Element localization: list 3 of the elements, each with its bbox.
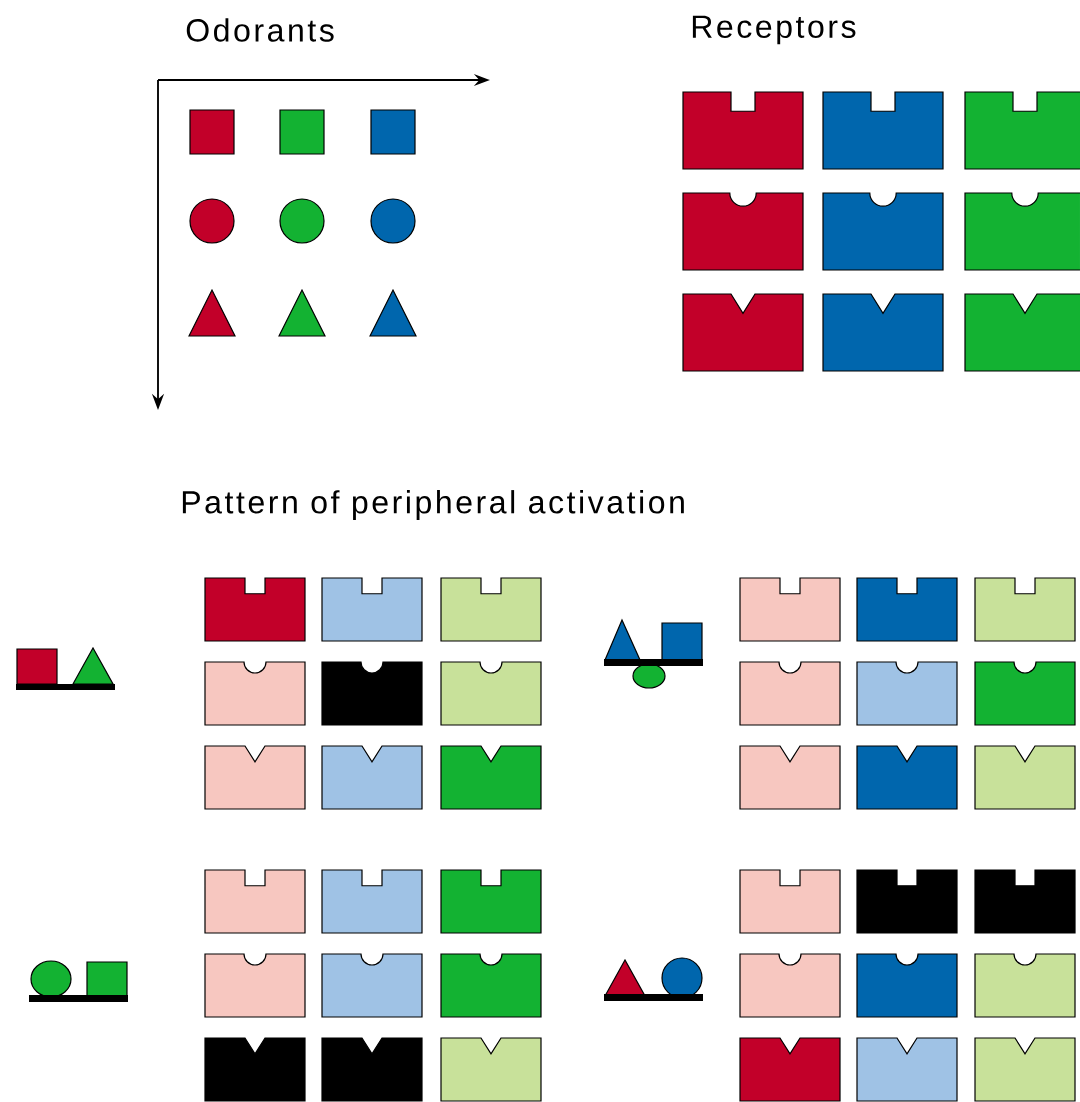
section-heading: Odorants — [186, 18, 334, 42]
section-heading: Receptors — [692, 15, 856, 45]
section-heading: Pattern of peripheral activation — [182, 490, 684, 520]
